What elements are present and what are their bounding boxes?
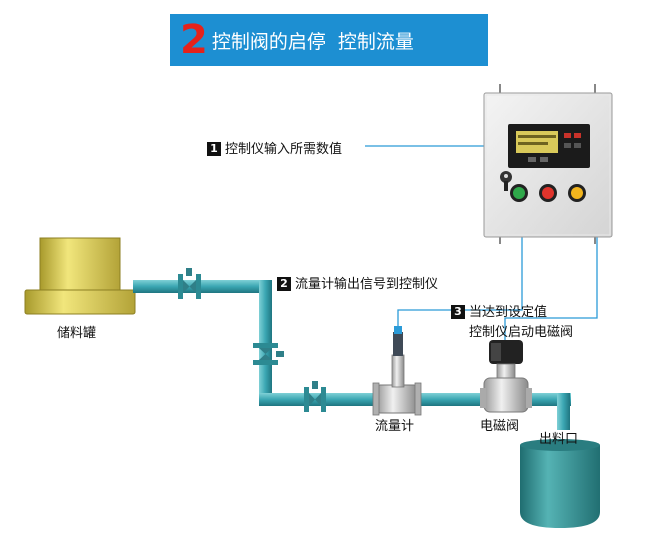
storage-tank [24, 237, 136, 315]
solenoid-valve [480, 340, 532, 413]
banner-step-number: 2 [180, 17, 208, 63]
callout-3-line2: 控制仪启动电磁阀 [469, 325, 574, 340]
callout-3-line1: 当达到设定值 [469, 305, 548, 320]
callout-3: 3 当达到设定值 [451, 301, 547, 320]
callout-1: 1 控制仪输入所需数值 [207, 138, 342, 157]
tank-label: 储料罐 [57, 326, 97, 341]
key-switch-icon [500, 171, 512, 191]
callout-2-step: 2 [277, 277, 291, 291]
callout-2-text: 流量计输出信号到控制仪 [295, 277, 439, 292]
callout-1-text: 控制仪输入所需数值 [225, 142, 343, 157]
callout-3-step: 3 [451, 305, 465, 319]
banner-title-part1: 控制阀的启停 [211, 30, 326, 53]
callout-1-step: 1 [207, 142, 221, 156]
green-button-icon [510, 184, 528, 202]
valve-label: 电磁阀 [480, 419, 520, 434]
outlet-tank [520, 439, 600, 528]
control-cabinet [483, 84, 613, 244]
manual-valve-3 [304, 381, 326, 412]
flowmeter-label: 流量计 [375, 419, 415, 434]
yellow-button-icon [568, 184, 586, 202]
manual-valve-2 [253, 343, 284, 365]
outlet-label: 出料口 [539, 432, 579, 447]
callout-3-line2-wrap: 控制仪启动电磁阀 [469, 321, 573, 340]
controller-display [508, 124, 590, 168]
banner-title-part2: 控制流量 [337, 30, 414, 53]
title-banner: 2 控制阀的启停 控制流量 [170, 14, 488, 66]
valve-signal-wire [504, 237, 598, 343]
callout-2: 2 流量计输出信号到控制仪 [277, 273, 438, 292]
red-button-icon [539, 184, 557, 202]
manual-valve-1 [178, 268, 201, 299]
flowmeter [372, 326, 422, 416]
